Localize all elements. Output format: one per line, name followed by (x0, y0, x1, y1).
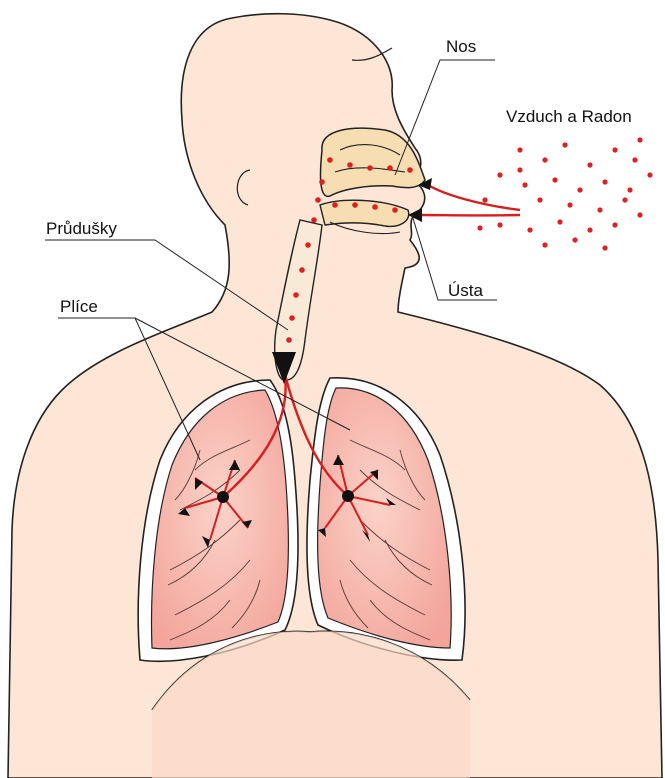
airway-particles (286, 157, 413, 343)
alveoli-node-icon (342, 490, 354, 502)
nasal-turbinate-upper (339, 144, 401, 156)
arrow-head-icon (333, 455, 344, 465)
right-lung (317, 387, 452, 649)
label-lungs: Plíce (60, 297, 98, 316)
label-bronchi: Průdušky (46, 219, 117, 238)
label-leaders (45, 59, 497, 461)
oral-cavity (319, 199, 410, 228)
label-mouth: Ústa (448, 281, 484, 300)
arrow-head-icon (318, 528, 326, 537)
arrow-head-icon (370, 470, 378, 480)
alveoli-node-icon (217, 491, 229, 503)
arrow-head-icon (362, 530, 370, 542)
nasal-cavity (319, 127, 426, 197)
left-alveoli-cluster (178, 459, 252, 548)
left-lung (150, 389, 289, 650)
nose-arrow-icon (418, 178, 432, 190)
left-lung-texture (167, 439, 261, 641)
arrow-head-icon (242, 520, 252, 528)
trachea-arrow-icon (272, 352, 296, 384)
arrow-head-icon (195, 478, 203, 490)
arrow-head-icon (386, 498, 396, 505)
mouth-arrow-icon (408, 208, 422, 222)
arrow-head-icon (202, 536, 210, 548)
label-air-radon: Vzduch a Radon (506, 107, 632, 126)
label-nose: Nos (446, 37, 476, 56)
head-line (351, 47, 393, 61)
ear (236, 169, 251, 206)
right-lung-texture (339, 439, 433, 641)
arrow-head-icon (178, 508, 190, 516)
abdomen-fill (152, 631, 470, 778)
airflow-path (222, 183, 521, 498)
arrow-head-icon (229, 460, 240, 470)
outside-air-particles (477, 137, 653, 251)
right-alveoli-cluster (318, 454, 396, 542)
tongue (329, 221, 401, 235)
